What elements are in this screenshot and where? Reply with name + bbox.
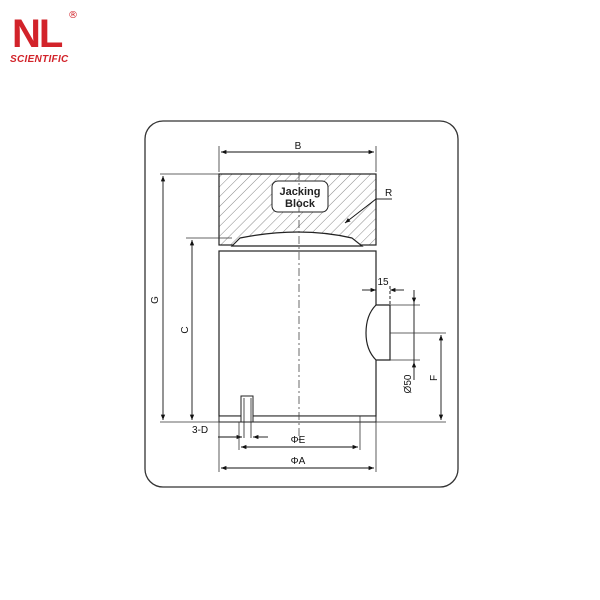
brand-subtitle: SCIENTIFIC bbox=[10, 54, 69, 65]
hydraulic-port bbox=[365, 304, 391, 361]
dim-phiE-label: ΦE bbox=[291, 435, 306, 446]
jacking-block-label-box bbox=[271, 180, 329, 213]
brand-mark: NL bbox=[12, 12, 63, 56]
cylinder-body bbox=[218, 250, 377, 417]
registered-symbol: ® bbox=[68, 10, 78, 21]
dim-C-label: C bbox=[180, 326, 191, 333]
saddle-dome bbox=[230, 231, 364, 247]
jacking-block-label-line1: Jacking bbox=[280, 186, 321, 198]
dim-port-width-label: 15 bbox=[377, 277, 389, 288]
dim-G-label: G bbox=[150, 296, 161, 304]
jacking-block-label-line2: Block bbox=[285, 198, 316, 210]
dim-F-label: F bbox=[429, 375, 440, 381]
dim-bolt-label: 3-D bbox=[192, 425, 208, 436]
dim-port-dia-label: Ø50 bbox=[403, 374, 414, 393]
dim-B-label: B bbox=[295, 141, 302, 152]
dim-phiA-label: ΦA bbox=[291, 456, 306, 467]
drawing-frame bbox=[144, 120, 459, 488]
brand-logo: NL ® SCIENTIFIC bbox=[8, 10, 88, 70]
dim-R-label: R bbox=[385, 188, 392, 199]
base-plate bbox=[218, 415, 377, 423]
